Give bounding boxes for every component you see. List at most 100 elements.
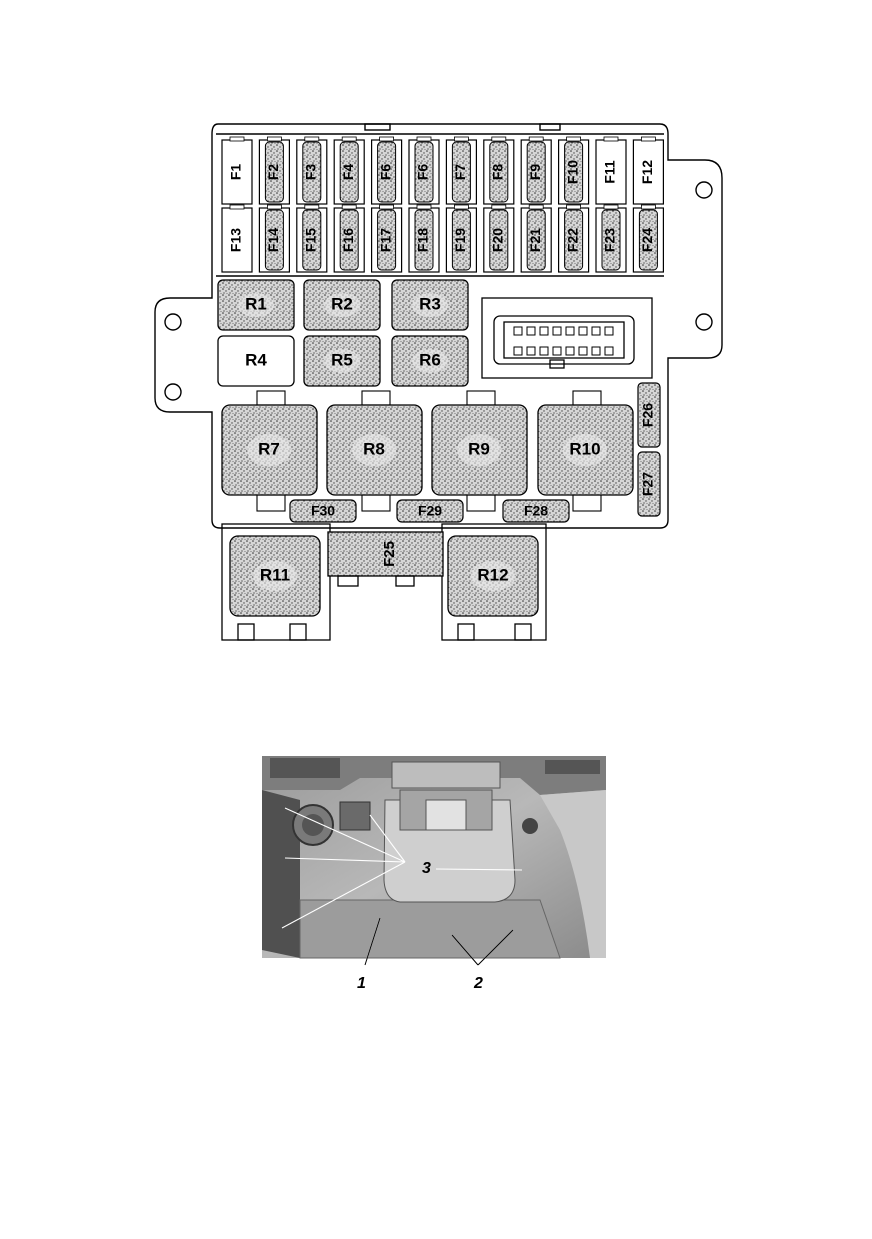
fuse-f19: F19 (445, 204, 477, 273)
fuse-f14: F14 (258, 204, 290, 273)
fuse-label: F1 (228, 164, 244, 181)
fuse-f26: F26 (637, 382, 661, 448)
fuse-f30: F30 (289, 499, 357, 523)
relay-label: R6 (419, 350, 441, 369)
fuse-f18: F18 (408, 204, 440, 273)
relay-label: R10 (569, 439, 600, 458)
relay-r7: R7 (221, 390, 318, 512)
relay-label: R8 (363, 439, 385, 458)
fuse-label: F9 (527, 164, 543, 181)
fuse-label: F14 (265, 228, 281, 252)
fuse-f3: F3 (296, 136, 328, 205)
fuse-f10: F10 (557, 136, 590, 205)
fuse-label: F11 (602, 160, 618, 184)
relay-label: R3 (419, 294, 441, 313)
fuse-f22: F22 (557, 204, 590, 273)
relay-r4: R4 (217, 335, 295, 387)
fuse-f23: F23 (595, 204, 627, 273)
fuse-label: F23 (602, 228, 618, 252)
fuse-label: F4 (340, 164, 356, 181)
relay-r3: R3 (391, 279, 469, 331)
lower-relays: R11 R12 (229, 535, 539, 617)
callout-labels: 3 1 2 (357, 860, 483, 992)
relay-r8: R8 (326, 390, 423, 512)
relay-r10: R10 (537, 390, 634, 512)
relay-r6: R6 (391, 335, 469, 387)
fuse-f11: F11 (595, 136, 627, 205)
fuse-label: F13 (228, 228, 244, 252)
fuse-label: F28 (524, 503, 548, 519)
large-relays: R7 R8 R9 R10 (221, 390, 634, 512)
fuse-label: F6 (377, 164, 393, 181)
relay-label: R12 (477, 565, 508, 584)
relay-label: R11 (260, 565, 290, 584)
relay-label: R9 (468, 439, 490, 458)
fuse-F25: F25 (381, 541, 398, 567)
fuse-f16: F16 (333, 204, 365, 273)
fuse-label: F16 (340, 228, 356, 252)
relay-label: R1 (245, 294, 267, 313)
fuse-label: F6 (415, 164, 431, 181)
fuse-f7: F7 (445, 136, 477, 205)
fuse-f2: F2 (258, 136, 290, 205)
fuse-f1: F1 (221, 136, 253, 205)
fuse-label: F18 (415, 228, 431, 252)
fuse-label: F2 (265, 164, 281, 181)
mounting-holes (164, 181, 713, 401)
relay-label: R2 (331, 294, 353, 313)
callout-2: 2 (473, 975, 483, 992)
relay-label: R4 (245, 350, 267, 369)
lower-block (221, 523, 547, 641)
fuse-f17: F17 (371, 204, 403, 273)
fuse-f6: F6 (371, 136, 403, 205)
location-photo (262, 756, 606, 966)
fuse-label: F25 (381, 541, 398, 567)
callout-1: 1 (357, 975, 366, 992)
relay-r12: R12 (447, 535, 539, 617)
fuse-label: F3 (303, 164, 319, 181)
fuse-f27: F27 (637, 451, 661, 517)
fuse-f9: F9 (520, 136, 552, 205)
fuse-label: F22 (564, 228, 580, 252)
fuse-label: F24 (639, 228, 655, 252)
fuse-f13: F13 (221, 204, 253, 273)
diagnostic-connector (481, 297, 653, 379)
relay-r11: R11 (229, 535, 321, 617)
fuse-f6: F6 (408, 136, 440, 205)
fuse-f21: F21 (520, 204, 552, 273)
relay-label: R7 (258, 439, 280, 458)
fuse-label: F10 (564, 160, 580, 184)
fuse-f4: F4 (333, 136, 365, 205)
fuse-box-housing (154, 123, 723, 529)
relay-r9: R9 (431, 390, 528, 512)
fuse-label: F17 (377, 228, 393, 252)
fuse-f29: F29 (396, 499, 464, 523)
bottom-fuses: F30 F29 F28 (289, 499, 570, 523)
fuse-label: F7 (452, 164, 468, 181)
fuse-label: F8 (490, 164, 506, 181)
fuse-label: F29 (418, 503, 442, 519)
fuse-label: F30 (311, 503, 335, 519)
relay-r5: R5 (303, 335, 381, 387)
callout-3: 3 (422, 860, 431, 877)
fuse-f8: F8 (483, 136, 515, 205)
fuse-f28: F28 (502, 499, 570, 523)
relay-label: R5 (331, 350, 353, 369)
fuse-label: F21 (527, 228, 543, 252)
fuse-label: F26 (640, 403, 656, 427)
relay-r2: R2 (303, 279, 381, 331)
fuse-label: F19 (452, 228, 468, 252)
fuse-label: F12 (639, 160, 655, 184)
fuse-f12: F12 (632, 136, 665, 205)
fuse-label: F20 (490, 228, 506, 252)
fuse-label: F27 (640, 472, 656, 496)
fuse-f15: F15 (296, 204, 328, 273)
relay-r1: R1 (217, 279, 295, 331)
fuse-f24: F24 (632, 204, 665, 273)
fuse-label: F15 (303, 228, 319, 252)
fuse-f20: F20 (483, 204, 515, 273)
